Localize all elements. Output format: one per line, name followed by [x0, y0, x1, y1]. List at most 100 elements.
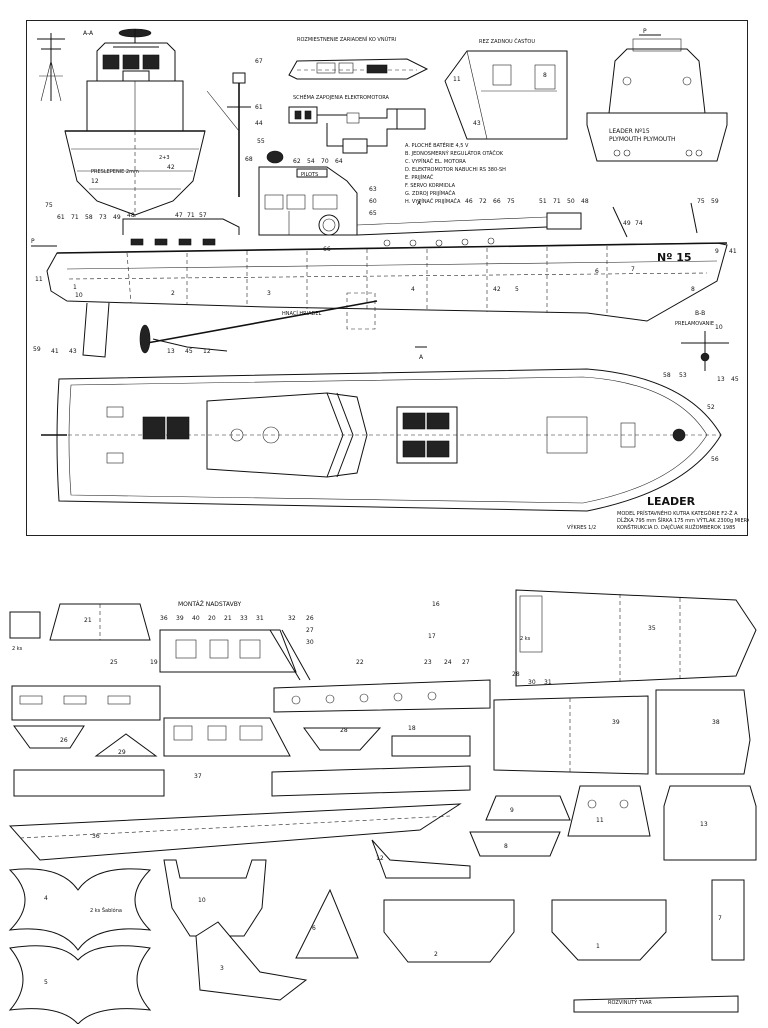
- part-callouts: 75 61 71 58 73 49 48 47 71 57 67 61 44 5…: [33, 58, 739, 463]
- callout: 56: [711, 456, 719, 463]
- general-arrangement-sheet: A-A PRESLEPENIE 2mm 12 2+3 42 ROZMIESTNE…: [26, 20, 761, 536]
- wiring-diagram: SCHÉMA ZAPOJENIA ELEKTROMOTORA: [288, 93, 426, 154]
- part-label: 20: [208, 615, 216, 622]
- part-label: 6: [312, 925, 316, 932]
- callout: 12: [203, 348, 211, 355]
- callout: 8: [691, 286, 695, 293]
- callout: 61: [57, 214, 65, 221]
- callout: 74: [635, 220, 643, 227]
- stern-port: PLYMOUTH PLYMOUTH: [609, 136, 676, 143]
- title-line: DĹŽKA 795 mm ŠÍRKA 175 mm VÝTLAK 2300g M…: [617, 516, 749, 524]
- shaft-label: HNACÍ HRIADEĽ: [282, 310, 322, 317]
- legend-item: B. JEDNOSMERNÝ REGULÁTOR OTÁČOK: [405, 150, 504, 157]
- callout: 71: [187, 212, 195, 219]
- callout: 48: [581, 198, 589, 205]
- title-line: MODEL PRÍSTAVNÉHO KUTRA KATEGÓRIE F2-Ž A: [617, 509, 738, 517]
- callout: 3: [267, 290, 271, 297]
- callout: 70: [321, 158, 329, 165]
- callout: 41: [729, 248, 737, 255]
- callout: 73: [99, 214, 107, 221]
- legend-item: F. SERVO KORMIDLA: [405, 183, 456, 189]
- callout: 71: [71, 214, 79, 221]
- callout: 48: [127, 212, 135, 219]
- callout: 66: [323, 246, 331, 253]
- wiring-title: SCHÉMA ZAPOJENIA ELEKTROMOTORA: [293, 93, 390, 101]
- part-label: 17: [428, 633, 436, 640]
- callout: 43: [69, 348, 77, 355]
- equipment-layout: ROZMIESTNENIE ZARIADENÍ KO VNÚTRI: [288, 36, 429, 80]
- legend-item: C. VYPÍNAČ EL. MOTORA: [405, 158, 466, 165]
- callout: 72: [479, 198, 487, 205]
- svg-text:11: 11: [453, 76, 461, 83]
- drawing-title: LEADER: [647, 495, 696, 508]
- part-label: 16: [432, 601, 440, 608]
- callout: 57: [199, 212, 207, 219]
- callout: 54: [307, 158, 315, 165]
- title-block: LEADER MODEL PRÍSTAVNÉHO KUTRA KATEGÓRIE…: [567, 495, 761, 531]
- part-label: 30: [528, 679, 536, 686]
- part-label: 24: [444, 659, 452, 666]
- section-marker-a: A: [417, 200, 422, 207]
- part-label: 26: [60, 737, 68, 744]
- stern-view: P LEADER Nº15 PLYMOUTH PLYMOUTH: [586, 28, 728, 162]
- callout: 59: [711, 198, 719, 205]
- stern-name: LEADER Nº15: [609, 128, 650, 135]
- title-line: KONŠTRUKCIA D. DAJČUAK RUŽOMBEROK 1985: [617, 523, 735, 531]
- part-label: 27: [462, 659, 470, 666]
- hull-number: Nº 15: [657, 251, 692, 264]
- callout: 65: [369, 210, 377, 217]
- callout: 45: [185, 348, 193, 355]
- callout: 58: [663, 372, 671, 379]
- parts-labels: 21 36 39 40 20 21 33 31 32 26 27 30 16 1…: [12, 601, 722, 1006]
- callout: 44: [255, 120, 263, 127]
- part-label: 10: [198, 897, 206, 904]
- part-label: 8: [504, 843, 508, 850]
- callout: 2: [171, 290, 175, 297]
- equipment-legend: A. PLOCHÉ BATÉRIE 4,5 V B. JEDNOSMERNÝ R…: [405, 141, 506, 205]
- callout: 62: [293, 158, 301, 165]
- part-label: 38: [712, 719, 720, 726]
- callout: 71: [553, 198, 561, 205]
- part-label: 19: [150, 659, 158, 666]
- section-aa-view: A-A PRESLEPENIE 2mm 12 2+3 42: [37, 28, 206, 217]
- callout: 45: [731, 376, 739, 383]
- part-label: 37: [194, 773, 202, 780]
- parts-sheet: MONTÁŽ NADSTAVBY: [0, 560, 768, 1025]
- callout: 75: [507, 198, 515, 205]
- part-label: 2: [434, 951, 438, 958]
- template-note: 2 ks Šablóna: [90, 907, 122, 914]
- part-label: 13: [700, 821, 708, 828]
- svg-text:8: 8: [543, 72, 547, 79]
- callout: 5: [515, 286, 519, 293]
- plan-view: [41, 368, 722, 512]
- callout: 75: [45, 202, 53, 209]
- legend-item: D. ELEKTROMOTOR NABUCHI RS 380-SH: [405, 167, 506, 173]
- callout: 64: [335, 158, 343, 165]
- callout: 50: [567, 198, 575, 205]
- svg-text:PRESLEPENIE 2mm: PRESLEPENIE 2mm: [91, 169, 139, 175]
- part-label: 27: [306, 627, 314, 634]
- part-label: 39: [176, 615, 184, 622]
- callout: 13: [717, 376, 725, 383]
- callout: 59: [33, 346, 41, 353]
- stern-section: REZ ZADNOU ČASŤOU 11 43 8: [444, 37, 568, 140]
- prelamovanie-label: PRELAMOVANIE: [675, 321, 714, 327]
- callout: 13: [167, 348, 175, 355]
- part-label: 40: [192, 615, 200, 622]
- legend-item: E. PRIJÍMAČ: [405, 174, 434, 181]
- callout: 49: [623, 220, 631, 227]
- svg-text:42: 42: [167, 164, 175, 171]
- part-label: 11: [596, 817, 604, 824]
- p-marker: P: [31, 238, 35, 245]
- legend-item: H. VYPÍNAČ PRIJÍMAČA: [405, 198, 461, 205]
- part-label: 25: [110, 659, 118, 666]
- part-label: 18: [408, 725, 416, 732]
- assembly-title: MONTÁŽ NADSTAVBY: [178, 600, 242, 608]
- callout: 52: [707, 404, 715, 411]
- general-arrangement-drawing: A-A PRESLEPENIE 2mm 12 2+3 42 ROZMIESTNE…: [31, 28, 761, 531]
- callout: 60: [369, 198, 377, 205]
- part-label: 26: [306, 615, 314, 622]
- callout: 41: [51, 348, 59, 355]
- callout: 47: [175, 212, 183, 219]
- legend-item: A. PLOCHÉ BATÉRIE 4,5 V: [405, 141, 469, 149]
